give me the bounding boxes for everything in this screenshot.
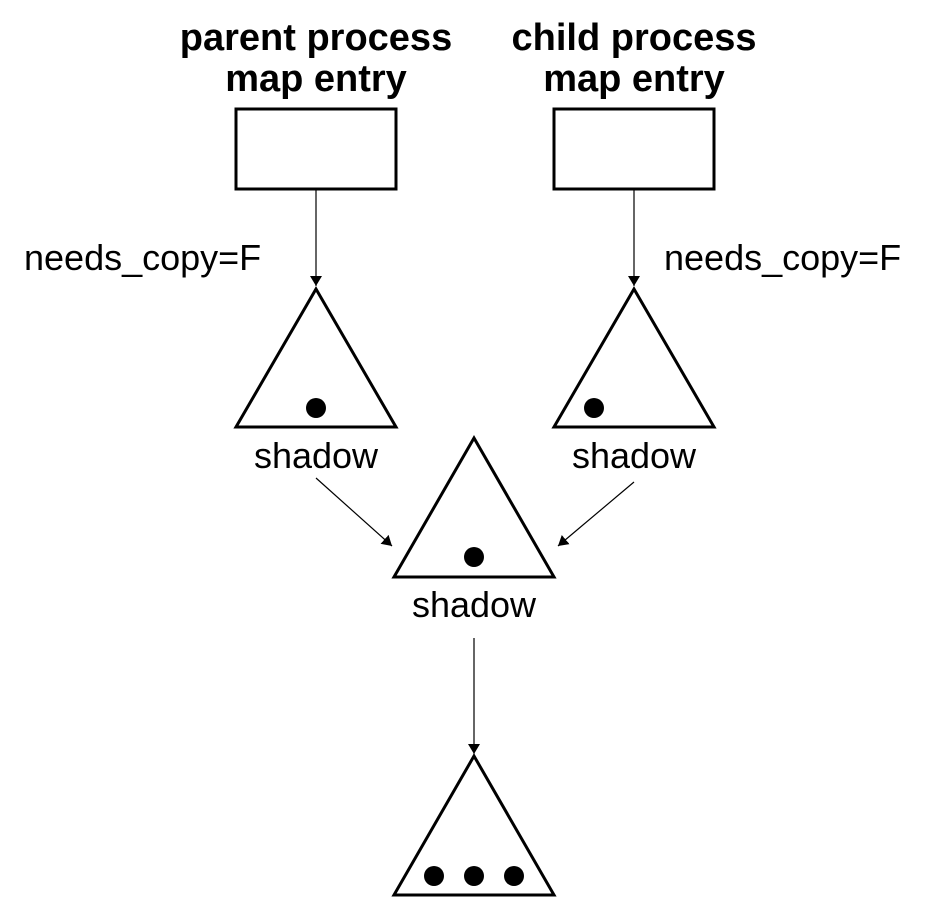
parent-title-line2: map entry [225, 58, 407, 100]
shared-shadow-label: shadow [412, 584, 537, 625]
parent-shadow-to-shared-arrow [315, 477, 393, 547]
parent-shadow-triangle [233, 286, 399, 429]
child-shadow-label: shadow [572, 435, 697, 476]
child-shadow-to-shared-arrow [557, 481, 635, 547]
memory-object-page-dot-2 [464, 866, 484, 886]
child-shadow-page-dot [584, 398, 604, 418]
parent-shadow-page-dot [306, 398, 326, 418]
parent-map-entry-box [234, 107, 398, 191]
parent-needs-copy-label: needs_copy=F [24, 237, 261, 278]
parent-shadow-label: shadow [254, 435, 379, 476]
memory-object-triangle [391, 752, 557, 897]
shared-shadow-page-dot [464, 547, 484, 567]
child-shadow-triangle [551, 286, 717, 429]
child-map-entry-box [552, 107, 716, 191]
parent-title-line1: parent process [180, 17, 452, 59]
memory-object-page-dot-1 [424, 866, 444, 886]
child-needs-copy-label: needs_copy=F [664, 237, 901, 278]
child-title-line2: map entry [543, 58, 725, 100]
shared-shadow-triangle [391, 434, 557, 579]
child-title-line1: child process [512, 17, 757, 59]
memory-object-page-dot-3 [504, 866, 524, 886]
